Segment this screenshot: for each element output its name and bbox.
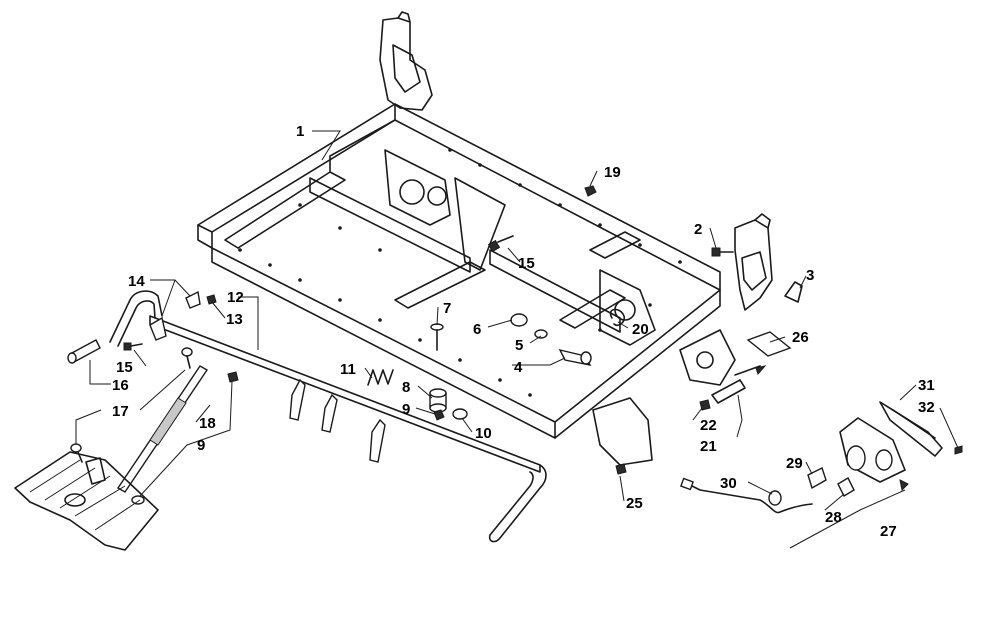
callout-21: 21: [700, 438, 717, 455]
callout-leaders: [75, 130, 959, 549]
callout-27: 27: [880, 523, 897, 540]
nut-13: [206, 294, 217, 305]
washer-5: [534, 329, 548, 339]
strut-end-eye: [131, 495, 145, 505]
headlight-assembly-27: [680, 401, 963, 514]
spacer-10: [452, 408, 468, 420]
callout-5: 5: [515, 337, 523, 354]
callout-10: 10: [475, 425, 492, 442]
callout-3: 3: [806, 267, 814, 284]
callout-18: 18: [199, 415, 216, 432]
right-upright-bracket: [734, 213, 773, 311]
callout-25: 25: [626, 495, 643, 512]
deck-plate: [14, 451, 159, 551]
bracket-21: [711, 365, 767, 404]
bolt-2: [711, 247, 734, 257]
linkage-rod-12: [149, 315, 547, 543]
callout-14: 14: [128, 273, 145, 290]
screw-7: [430, 323, 444, 351]
bumper-8: [429, 388, 447, 413]
callout-19: 19: [604, 164, 621, 181]
callout-16: 16: [112, 377, 129, 394]
callout-20: 20: [632, 321, 649, 338]
callout-2: 2: [694, 221, 702, 238]
bolt-17: [70, 347, 193, 463]
callout-17: 17: [112, 403, 129, 420]
callout-1: 1: [296, 123, 304, 140]
callout-6: 6: [473, 321, 481, 338]
callout-15-lower: 15: [116, 359, 133, 376]
callout-31: 31: [918, 377, 935, 394]
clip-3: [784, 281, 803, 303]
callout-11: 11: [340, 361, 356, 378]
callout-15-upper: 15: [518, 255, 535, 272]
callout-12: 12: [227, 289, 244, 306]
callout-30: 30: [720, 475, 737, 492]
washer-6: [510, 313, 528, 327]
pad-26: [746, 331, 792, 357]
callout-9-center: 9: [402, 401, 410, 418]
bolt-15-upper: [487, 235, 514, 253]
frame-assembly: [197, 11, 736, 439]
nut-9-center: [433, 409, 445, 421]
callout-9-left: 9: [197, 437, 205, 454]
nut-9-left: [227, 371, 239, 383]
skid-plate-25: [592, 397, 653, 475]
callout-32: 32: [918, 399, 935, 416]
callout-26: 26: [792, 329, 809, 346]
callout-numbers: 1 2 3 4 5 6 7 8 9 9 10 11 12 13 14 15 15…: [112, 123, 935, 540]
callout-22: 22: [700, 417, 717, 434]
gas-strut-18: [116, 365, 209, 493]
nut-19: [584, 185, 597, 197]
ring-20: [609, 308, 626, 327]
nut-22: [699, 399, 711, 411]
handle-14: [67, 290, 201, 364]
spring-11: [367, 369, 394, 386]
callout-28: 28: [825, 509, 842, 526]
callout-7: 7: [443, 300, 451, 317]
bolt-15-lower: [123, 342, 143, 351]
callout-8: 8: [402, 379, 410, 396]
frame-holes: [238, 148, 682, 397]
callout-29: 29: [786, 455, 803, 472]
pin-4: [558, 348, 592, 366]
callout-13: 13: [226, 311, 243, 328]
callout-4: 4: [514, 359, 523, 376]
